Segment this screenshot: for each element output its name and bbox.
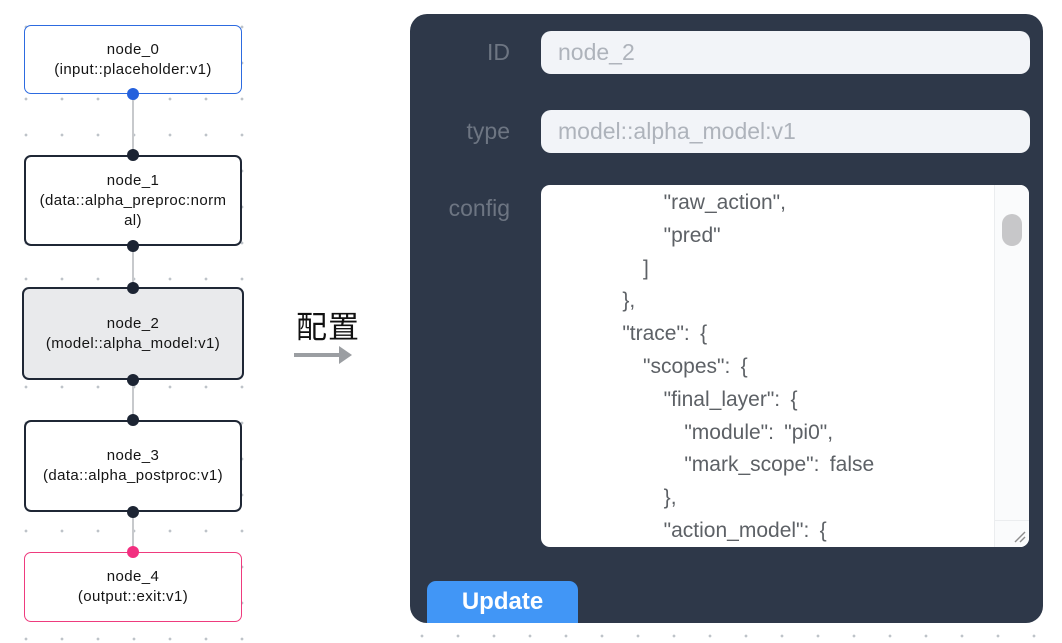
- type-input[interactable]: [541, 110, 1030, 153]
- update-button[interactable]: Update: [427, 581, 578, 623]
- node-subtitle: (data::alpha_postproc:v1): [42, 467, 224, 484]
- config-textarea[interactable]: "raw_action", "pred" ] }, "trace": { "sc…: [541, 185, 1029, 547]
- node-title: node_2: [106, 314, 160, 332]
- scrollbar-thumb[interactable]: [1002, 214, 1022, 246]
- scrollbar-track[interactable]: [994, 185, 1029, 547]
- node-title: node_4: [106, 568, 160, 585]
- node-subtitle: (model::alpha_model:v1): [45, 334, 221, 352]
- port-node1-input[interactable]: [127, 149, 139, 161]
- resize-handle-icon[interactable]: [1012, 529, 1026, 543]
- node-subtitle: (output::exit:v1): [77, 588, 189, 605]
- port-node3-input[interactable]: [127, 414, 139, 426]
- node-subtitle: (input::placeholder:v1): [54, 60, 212, 78]
- edge-node3-node4: [132, 512, 134, 552]
- graph-node-node_2-selected[interactable]: node_2 (model::alpha_model:v1): [22, 287, 244, 380]
- edge-node2-node3: [132, 380, 134, 420]
- node-config-panel: ID type config "raw_action", "pred" ] },…: [410, 14, 1043, 623]
- id-input[interactable]: [541, 31, 1030, 74]
- port-node2-input[interactable]: [127, 282, 139, 294]
- port-node0-output[interactable]: [127, 88, 139, 100]
- node-title: node_1: [106, 171, 160, 189]
- node-title: node_0: [106, 40, 160, 58]
- edge-node0-node1: [132, 94, 134, 155]
- node-subtitle: (data::alpha_preproc:normal): [39, 191, 227, 229]
- port-node2-output[interactable]: [127, 374, 139, 386]
- graph-node-node_3[interactable]: node_3 (data::alpha_postproc:v1): [24, 420, 242, 512]
- graph-node-node_0[interactable]: node_0 (input::placeholder:v1): [24, 25, 242, 94]
- right-arrow-icon: [294, 345, 352, 365]
- node-title: node_3: [106, 447, 160, 464]
- resize-corner[interactable]: [995, 520, 1029, 547]
- port-node3-output[interactable]: [127, 506, 139, 518]
- config-field-label: config: [448, 195, 510, 221]
- config-json-text[interactable]: "raw_action", "pred" ] }, "trace": { "sc…: [622, 191, 875, 542]
- type-field-label: type: [466, 118, 510, 144]
- config-annotation-label: 配置: [296, 310, 360, 345]
- port-node4-input[interactable]: [127, 546, 139, 558]
- id-field-label: ID: [487, 39, 510, 65]
- graph-node-node_1[interactable]: node_1 (data::alpha_preproc:normal): [24, 155, 242, 246]
- edge-node1-node2: [132, 246, 134, 288]
- port-node1-output[interactable]: [127, 240, 139, 252]
- graph-node-node_4[interactable]: node_4 (output::exit:v1): [24, 552, 242, 622]
